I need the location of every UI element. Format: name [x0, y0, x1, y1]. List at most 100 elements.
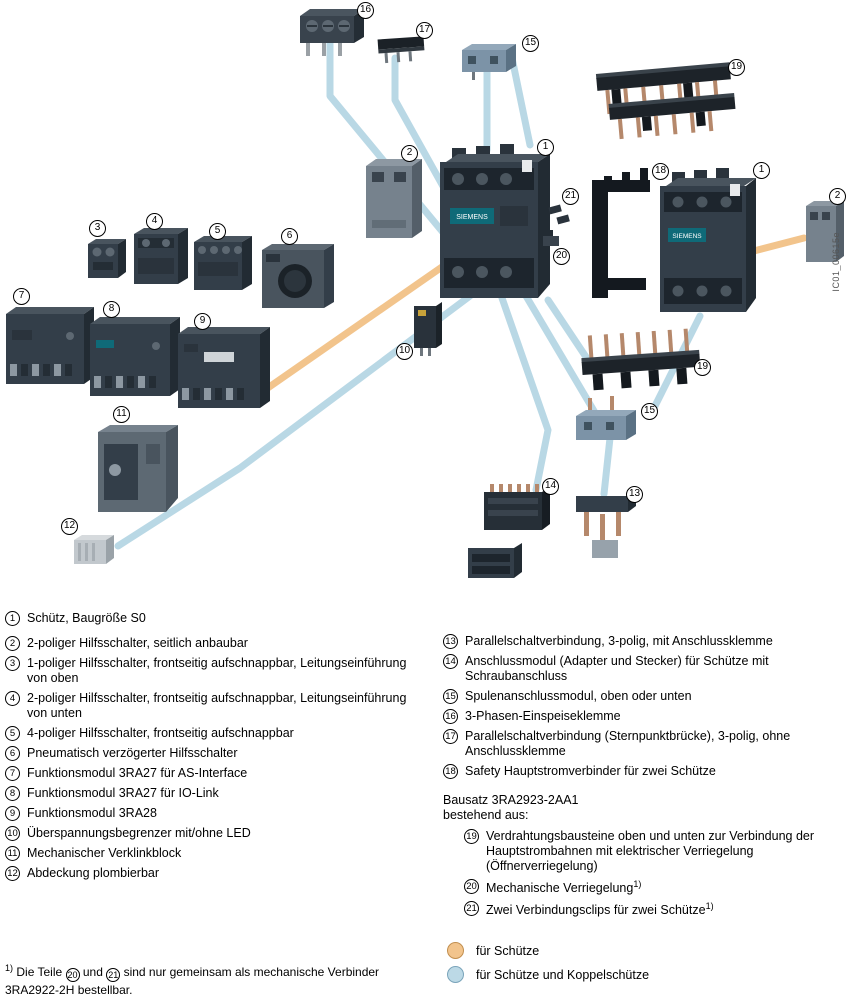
aux-switch-1pole-3: [88, 239, 126, 278]
pneumatic-aux-6: [262, 244, 334, 308]
contactor-right: SIEMENS: [660, 168, 756, 312]
aux-switch-4pole-5: [194, 236, 252, 290]
item-number-badge: 4: [5, 691, 20, 706]
item-number-badge: 21: [464, 901, 479, 917]
callout-12: 12: [61, 518, 78, 535]
item-label: 2-poliger Hilfsschalter, seitlich anbaub…: [27, 636, 248, 650]
callout-20: 20: [553, 248, 570, 265]
legend-item-7: 7 Funktionsmodul 3RA27 für AS-Interface: [5, 766, 425, 781]
aux-switch-2pole-right: [806, 201, 844, 262]
item-number-badge: 2: [5, 636, 20, 651]
surge-suppressor-10: [414, 302, 442, 356]
item-number-badge: 15: [443, 689, 458, 704]
item-label: Pneumatisch verzögerter Hilfsschalter: [27, 746, 238, 760]
footnote: 1) Die Teile 20 und 21 sind nur gemeinsa…: [5, 962, 383, 998]
color-legend-row-coupling: für Schütze und Koppelschütze: [447, 966, 845, 984]
item-number-badge: 9: [5, 806, 20, 821]
safety-main-connector-18: [592, 168, 650, 298]
wiring-rail-19-mid: [581, 328, 701, 391]
item-label: Überspannungsbegrenzer mit/ohne LED: [27, 826, 251, 840]
aux-switch-2pole-left: [366, 159, 422, 238]
function-module-9: [178, 327, 270, 408]
callout-1-right: 1: [753, 162, 770, 179]
star-bridge-17: [377, 36, 425, 64]
item-number-badge: 13: [443, 634, 458, 649]
legend-item-9: 9 Funktionsmodul 3RA28: [5, 806, 425, 821]
item-number-badge: 19: [464, 829, 479, 844]
item-number-badge: 10: [5, 826, 20, 841]
item-label: Anschlussmodul (Adapter und Stecker) für…: [465, 654, 769, 683]
item-label: Zwei Verbindungsclips für zwei Schütze1): [486, 901, 714, 918]
exploded-diagram: SIEMENS SIEMENS: [6, 9, 844, 578]
callout-2-right: 2: [829, 188, 846, 205]
footnote-marker: 1): [5, 963, 14, 973]
callout-10: 10: [396, 343, 413, 360]
function-module-8: [90, 317, 180, 396]
callout-4: 4: [146, 213, 163, 230]
item-label: 3-Phasen-Einspeiseklemme: [465, 709, 621, 723]
callout-5: 5: [209, 223, 226, 240]
legend-item-1: 1 Schütz, Baugröße S0: [5, 611, 425, 626]
callout-13: 13: [626, 486, 643, 503]
item-number-badge: 1: [5, 611, 20, 626]
item-number-badge: 17: [443, 729, 458, 744]
color-legend-row-contactors: für Schütze: [447, 942, 845, 960]
legend-item-16: 16 3-Phasen-Einspeiseklemme: [443, 709, 845, 724]
callout-19-top: 19: [728, 59, 745, 76]
footnote-badge-21: 21: [106, 968, 121, 982]
color-legend: für Schütze für Schütze und Koppelschütz…: [443, 942, 845, 984]
sealable-cover-12: [74, 535, 114, 564]
contactor-main: SIEMENS: [440, 144, 550, 298]
callout-7: 7: [13, 288, 30, 305]
item-number-badge: 18: [443, 764, 458, 779]
item-label: Funktionsmodul 3RA27 für AS-Interface: [27, 766, 248, 780]
item-number-badge: 6: [5, 746, 20, 761]
connecting-clips-21: [548, 204, 570, 225]
item-label: Mechanischer Verklinkblock: [27, 846, 182, 860]
callout-14: 14: [542, 478, 559, 495]
kit-title-line2: bestehend aus:: [443, 808, 529, 822]
item-label: Verdrahtungsbausteine oben und unten zur…: [486, 829, 815, 873]
item-label: 2-poliger Hilfsschalter, frontseitig auf…: [27, 691, 407, 720]
wiring-rail-19-top: [595, 62, 736, 140]
item-label: 1-poliger Hilfsschalter, frontseitig auf…: [27, 656, 407, 685]
legend-item-21: 21 Zwei Verbindungsclips für zwei Schütze…: [443, 901, 824, 918]
image-code-watermark: IC01_00615e: [831, 232, 841, 292]
coil-terminal-module-15-mid: [576, 396, 636, 440]
aux-switch-2pole-4: [134, 228, 188, 284]
brand-label-main: SIEMENS: [456, 214, 488, 221]
adapter-module-14: [468, 484, 550, 578]
footnote-text-conj: und: [82, 965, 103, 979]
item-number-badge: 16: [443, 709, 458, 724]
footnote-text-post: sind nur gemeinsam als mechanische Verbi…: [5, 965, 380, 997]
parallel-connector-13: [576, 491, 636, 558]
callout-11: 11: [113, 406, 130, 423]
item-label: Funktionsmodul 3RA28: [27, 806, 157, 820]
callout-18: 18: [652, 163, 669, 180]
connection-lines-orange: [258, 234, 808, 396]
item-number-badge: 12: [5, 866, 20, 881]
callout-15-top: 15: [522, 35, 539, 52]
callout-1-main: 1: [537, 139, 554, 156]
callout-15-mid: 15: [641, 403, 658, 420]
item-number-badge: 7: [5, 766, 20, 781]
item-label: Parallelschaltverbindung (Sternpunktbrüc…: [465, 729, 791, 758]
color-legend-label: für Schütze und Koppelschütze: [476, 967, 650, 982]
latch-block-11: [98, 425, 178, 512]
color-legend-label: für Schütze: [476, 943, 540, 958]
kit-title: Bausatz 3RA2923-2AA1 bestehend aus:: [443, 793, 845, 823]
footnote-text-pre: Die Teile: [16, 965, 63, 979]
item-label: Schütz, Baugröße S0: [27, 611, 146, 625]
item-number-badge: 20: [464, 879, 479, 894]
callout-21: 21: [562, 188, 579, 205]
